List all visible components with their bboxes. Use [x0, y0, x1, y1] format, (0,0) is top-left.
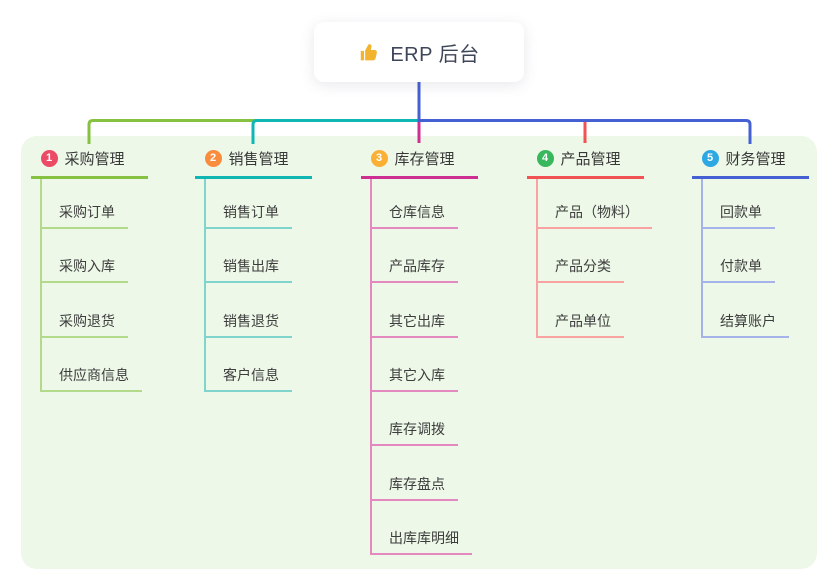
connector-branch-5 — [417, 82, 752, 144]
child-node[interactable]: 产品分类 — [538, 229, 624, 284]
child-node-label: 库存盘点 — [389, 475, 445, 492]
child-node[interactable]: 出库库明细 — [372, 501, 472, 555]
root-node[interactable]: ERP 后台 — [314, 22, 524, 82]
branch-children: 回款单付款单结算账户 — [701, 179, 789, 338]
child-node[interactable]: 产品库存 — [372, 229, 458, 284]
child-node[interactable]: 其它入库 — [372, 338, 458, 392]
child-node[interactable]: 采购订单 — [42, 179, 128, 229]
child-node-label: 销售出库 — [223, 258, 279, 275]
child-node-label: 仓库信息 — [389, 204, 445, 220]
child-node-label: 产品库存 — [389, 258, 445, 275]
child-node[interactable]: 销售订单 — [206, 179, 292, 229]
child-node[interactable]: 回款单 — [703, 179, 775, 229]
child-node-label: 销售退货 — [223, 312, 279, 329]
child-node[interactable]: 供应商信息 — [42, 338, 142, 392]
branch-badge: 3 — [370, 150, 388, 167]
branch-children: 销售订单销售出库销售退货客户信息 — [204, 179, 292, 392]
child-node-label: 采购入库 — [59, 258, 115, 275]
child-node-label: 供应商信息 — [59, 366, 129, 383]
branch-node-3[interactable]: 3 库存管理 — [360, 146, 478, 179]
branch-node-4[interactable]: 4 产品管理 — [526, 146, 644, 179]
child-node-label: 客户信息 — [223, 366, 279, 383]
child-node-label: 其它出库 — [389, 312, 445, 329]
child-node[interactable]: 客户信息 — [206, 338, 292, 392]
child-node[interactable]: 付款单 — [703, 229, 775, 284]
branch-node-2[interactable]: 2 销售管理 — [194, 146, 312, 179]
branch-badge: 2 — [204, 150, 222, 167]
branch-children: 产品（物料） 产品分类产品单位 — [536, 179, 652, 338]
child-node[interactable]: 产品单位 — [538, 283, 624, 338]
child-node[interactable]: 销售退货 — [206, 283, 292, 338]
child-node-label: 销售订单 — [223, 204, 279, 220]
branch-badge: 5 — [701, 150, 719, 167]
branch-children: 采购订单采购入库采购退货供应商信息 — [40, 179, 142, 392]
child-node-label: 产品分类 — [555, 258, 611, 275]
child-node-label: 产品单位 — [555, 312, 611, 329]
thumbs-up-icon — [358, 41, 380, 63]
branch-node-5[interactable]: 5 财务管理 — [691, 146, 809, 179]
branch-badge: 4 — [536, 150, 554, 167]
branch-badge: 1 — [40, 150, 58, 167]
branch-children: 仓库信息产品库存其它出库其它入库库存调拨库存盘点出库库明细 — [370, 179, 472, 555]
child-node[interactable]: 仓库信息 — [372, 179, 458, 229]
branch-title: 财务管理 — [725, 151, 786, 168]
child-node[interactable]: 采购入库 — [42, 229, 128, 284]
child-node-label: 产品（物料） — [555, 204, 639, 220]
child-node[interactable]: 库存盘点 — [372, 446, 458, 501]
child-node-label: 采购退货 — [59, 312, 115, 329]
branches-panel — [21, 136, 817, 569]
branch-title: 库存管理 — [394, 151, 455, 168]
branch-node-1[interactable]: 1 采购管理 — [30, 146, 148, 179]
child-node[interactable]: 销售出库 — [206, 229, 292, 284]
child-node-label: 采购订单 — [59, 204, 115, 220]
branch-title: 产品管理 — [560, 151, 621, 168]
child-node-label: 库存调拨 — [389, 421, 445, 438]
child-node-label: 其它入库 — [389, 366, 445, 383]
child-node-label: 付款单 — [720, 258, 762, 275]
child-node[interactable]: 结算账户 — [703, 283, 789, 338]
root-node-label: ERP 后台 — [390, 43, 480, 66]
branch-title: 销售管理 — [228, 151, 289, 168]
child-node-label: 出库库明细 — [389, 529, 459, 546]
branch-title: 采购管理 — [64, 151, 125, 168]
child-node[interactable]: 库存调拨 — [372, 392, 458, 447]
child-node[interactable]: 其它出库 — [372, 283, 458, 338]
child-node-label: 结算账户 — [720, 312, 776, 329]
child-node[interactable]: 采购退货 — [42, 283, 128, 338]
child-node-label: 回款单 — [720, 204, 762, 220]
child-node[interactable]: 产品（物料） — [538, 179, 652, 229]
